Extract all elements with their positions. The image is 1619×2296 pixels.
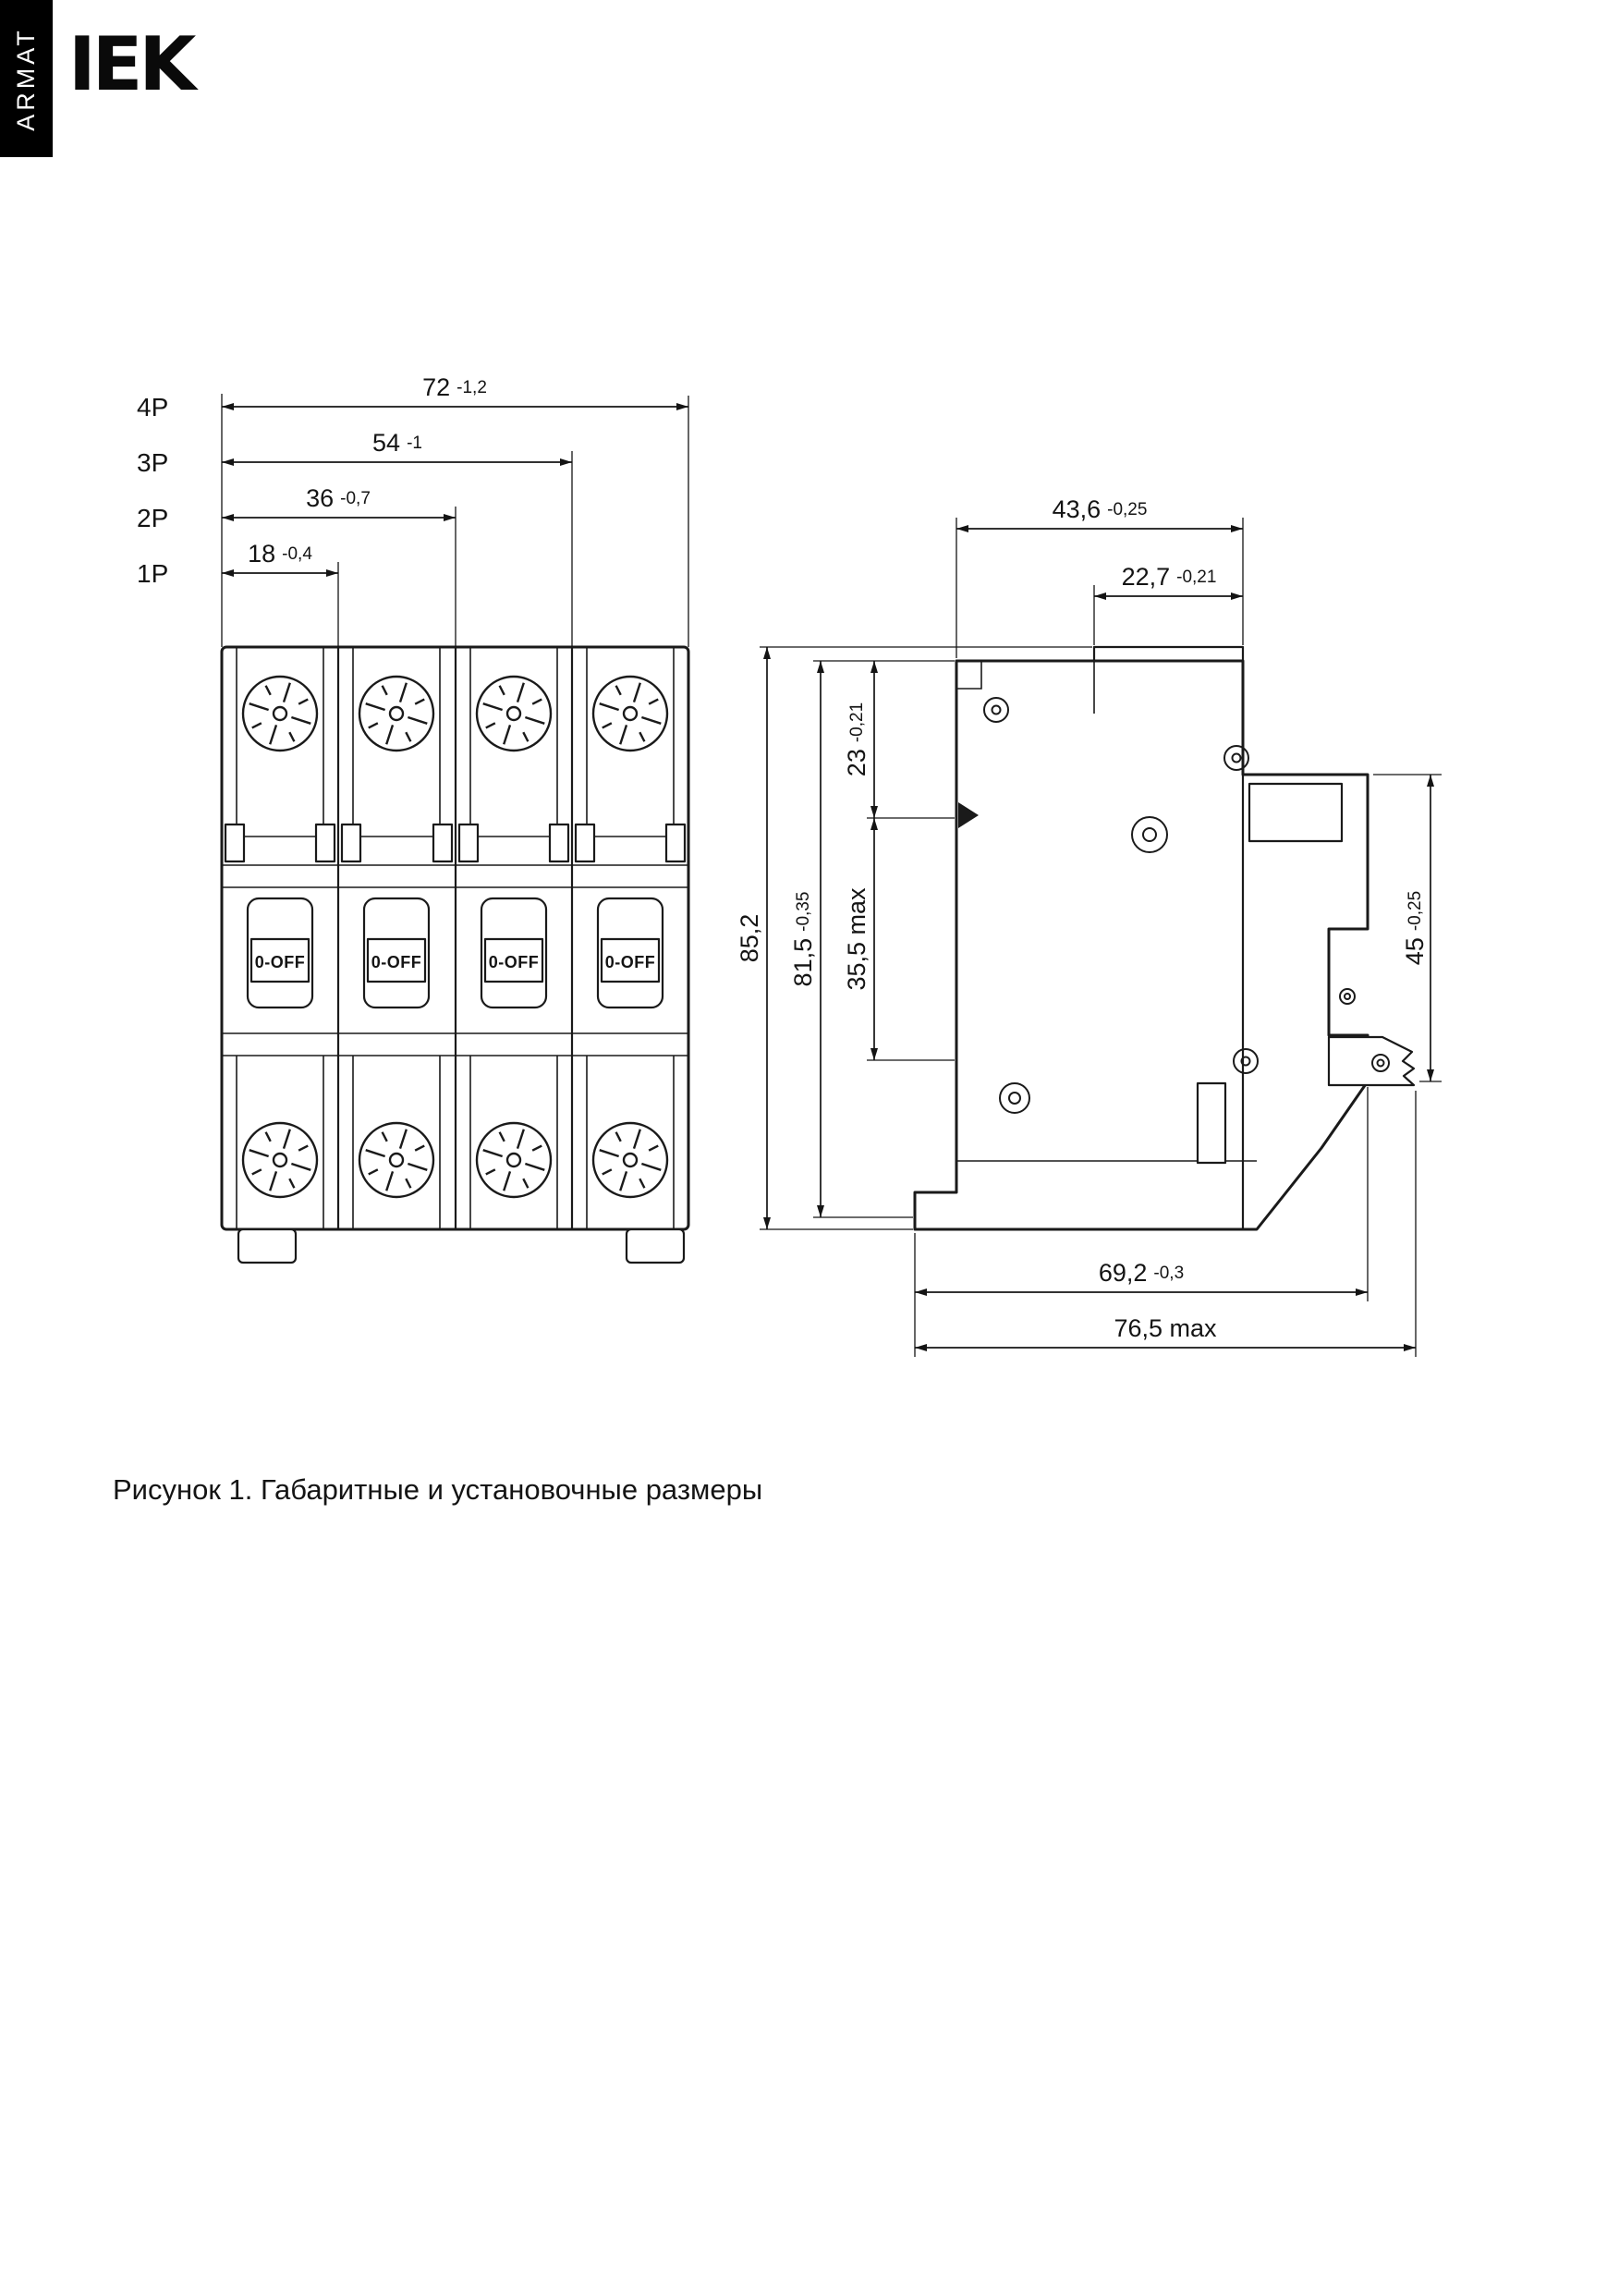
iek-logo: IEK xyxy=(68,21,196,107)
pole-label: 2P xyxy=(137,504,168,532)
side-view-dimensions: 43,6-0,25 22,7-0,21 85,2 81,5-0,35 xyxy=(736,495,1442,1357)
dim-text: 54-1 xyxy=(372,429,422,457)
pole-label: 4P xyxy=(137,393,168,421)
dim-text: 69,2-0,3 xyxy=(1099,1259,1184,1287)
front-view-dimensions: 4P 72-1,2 3P 54-1 2P 36-0,7 1P 18-0,4 xyxy=(137,373,689,647)
clamp-tabs xyxy=(224,823,687,863)
dim-2p: 2P 36-0,7 xyxy=(137,484,456,532)
toggle-label: 0-OFF xyxy=(605,953,656,971)
pole-label: 1P xyxy=(137,559,168,588)
toggle-lever: 0-OFF xyxy=(362,897,431,1009)
top-tab xyxy=(1092,645,1245,661)
dim-text: 81,5-0,35 xyxy=(789,892,817,987)
front-view: 0-OFF 0-OFF 0-OFF 0-OFF xyxy=(220,645,690,1264)
din-rail-latch xyxy=(1327,1035,1416,1087)
dim-rail-zone: 35,5 max xyxy=(843,818,955,1061)
toggle-label: 0-OFF xyxy=(371,953,422,971)
side-view xyxy=(913,645,1416,1231)
rivets xyxy=(983,697,1356,1114)
dim-text: 72-1,2 xyxy=(422,373,487,401)
dim-text: 23-0,21 xyxy=(843,702,870,776)
dim-height-total: 85,2 xyxy=(736,646,1092,1230)
dim-text: 85,2 xyxy=(736,914,763,963)
dim-height-body: 81,5-0,35 xyxy=(789,660,955,1218)
dim-text: 45-0,25 xyxy=(1401,891,1429,965)
mounting-foot xyxy=(625,1227,686,1264)
mounting-foot xyxy=(237,1227,298,1264)
dim-1p: 1P 18-0,4 xyxy=(137,540,338,588)
toggle-label: 0-OFF xyxy=(255,953,306,971)
pole-label: 3P xyxy=(137,448,168,477)
back-cutout xyxy=(1248,782,1344,843)
dim-depth-top: 43,6-0,25 xyxy=(956,495,1244,658)
dim-rail-height: 45-0,25 xyxy=(1373,774,1442,1082)
dim-text: 35,5 max xyxy=(843,887,870,991)
armat-side-tab: ARMAT xyxy=(0,0,53,157)
dim-text: 18-0,4 xyxy=(248,540,312,568)
toggle-lever: 0-OFF xyxy=(596,897,664,1009)
technical-drawing: 0-OFF 0-OFF 0-OFF 0-OFF xyxy=(137,373,1442,1357)
dim-text: 76,5 max xyxy=(1114,1314,1217,1342)
terminal-channels-top xyxy=(236,647,675,837)
toggle-lever: 0-OFF xyxy=(480,897,548,1009)
toggle-lever: 0-OFF xyxy=(246,897,314,1009)
dim-text: 36-0,7 xyxy=(306,484,371,512)
dim-depth-max: 76,5 max xyxy=(915,1091,1417,1357)
dim-3p: 3P 54-1 xyxy=(137,429,572,477)
dim-top-to-rail: 23-0,21 xyxy=(843,661,955,819)
dim-text: 43,6-0,25 xyxy=(1053,495,1148,523)
terminal-channels-bottom xyxy=(236,1056,675,1229)
toggle-label: 0-OFF xyxy=(489,953,540,971)
dim-text: 22,7-0,21 xyxy=(1122,563,1217,591)
dim-depth-bottom: 69,2-0,3 xyxy=(914,1087,1369,1357)
front-catch xyxy=(958,802,979,828)
dim-4p: 4P 72-1,2 xyxy=(137,373,688,421)
dim-depth-upper: 22,7-0,21 xyxy=(1093,563,1243,645)
figure-caption: Рисунок 1. Габаритные и установочные раз… xyxy=(113,1473,763,1506)
